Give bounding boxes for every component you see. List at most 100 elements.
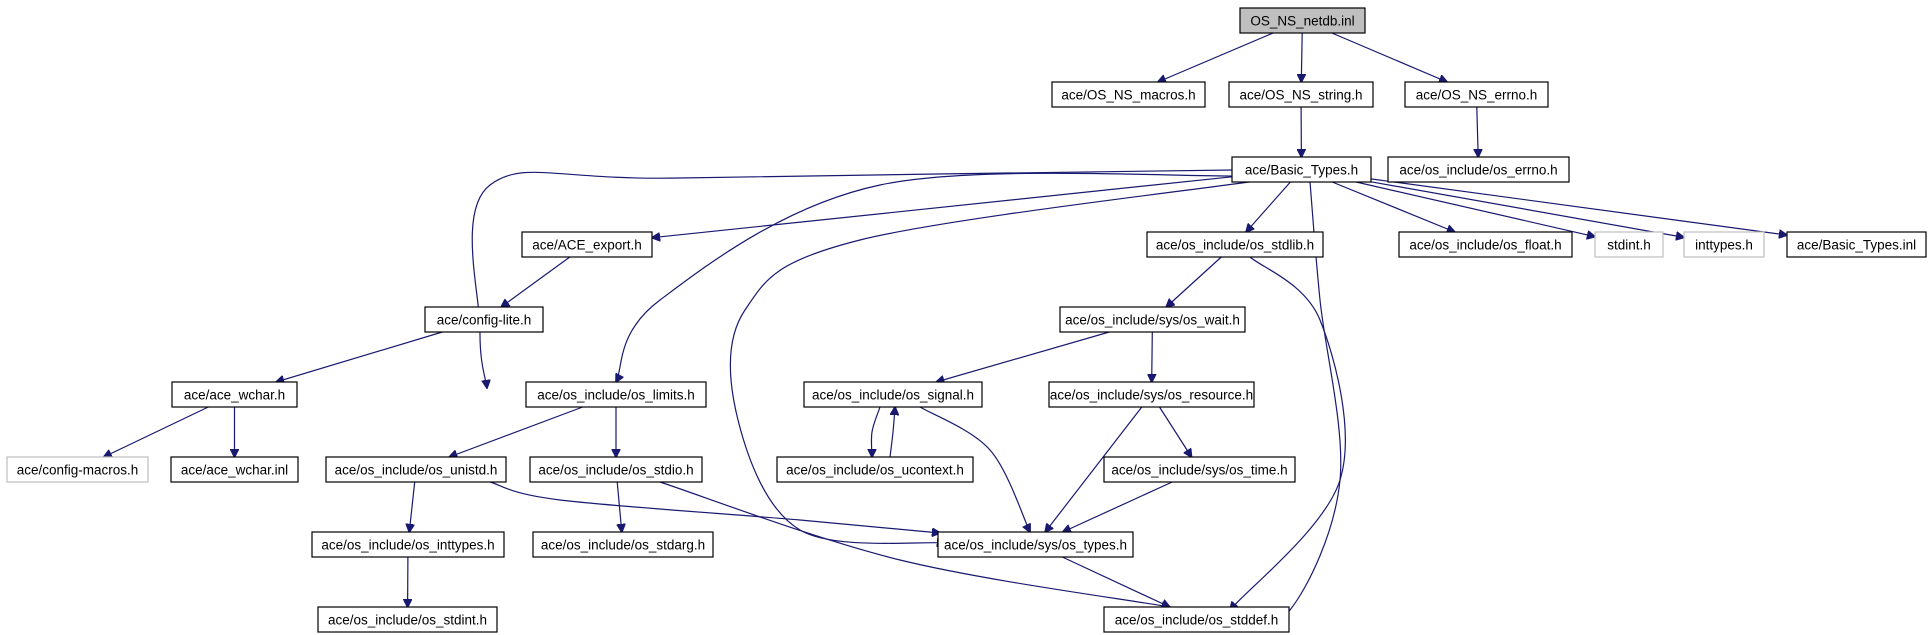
node-label: ace/ACE_export.h: [532, 238, 642, 253]
node-basic[interactable]: ace/Basic_Types.h: [1231, 156, 1372, 183]
node-box: [1594, 231, 1664, 258]
node-label: ace/os_include/os_ucontext.h: [786, 463, 964, 478]
node-label: stdint.h: [1607, 238, 1651, 253]
node-label: ace/ace_wchar.inl: [181, 463, 288, 478]
node-export[interactable]: ace/ACE_export.h: [521, 231, 653, 258]
node-stdlib[interactable]: ace/os_include/os_stdlib.h: [1146, 231, 1324, 258]
edge-resource-to-types: [1045, 406, 1143, 532]
node-wait[interactable]: ace/os_include/sys/os_wait.h: [1059, 306, 1246, 333]
node-label: ace/os_include/os_limits.h: [537, 388, 695, 403]
node-box: [1786, 231, 1927, 258]
node-wchar-inl[interactable]: ace/ace_wchar.inl: [170, 456, 299, 483]
edge-basic-to-export: [652, 176, 1233, 238]
edge-netdb-to-string: [1301, 32, 1302, 82]
node-box: [1404, 81, 1549, 108]
edge-basic-to-basic_inl: [1370, 178, 1787, 235]
node-box: [325, 456, 507, 483]
node-box: [1387, 156, 1570, 183]
node-box: [776, 456, 974, 483]
node-label: ace/ace_wchar.h: [184, 388, 285, 403]
node-stdio[interactable]: ace/os_include/os_stdio.h: [529, 456, 703, 483]
node-macros[interactable]: ace/OS_NS_macros.h: [1051, 81, 1206, 108]
node-label: ace/config-macros.h: [17, 463, 139, 478]
node-box: [532, 531, 714, 558]
node-box: [1231, 156, 1372, 183]
node-string[interactable]: ace/OS_NS_string.h: [1228, 81, 1374, 108]
edge-time-to-types: [1063, 481, 1173, 532]
node-box: [529, 456, 703, 483]
edge-wait-to-resource: [1152, 331, 1153, 382]
node-basic-inl[interactable]: ace/Basic_Types.inl: [1786, 231, 1927, 258]
node-box: [311, 531, 505, 558]
node-label: ace/os_include/os_stddef.h: [1115, 613, 1279, 628]
edge-unistd-to-inttypes: [409, 481, 416, 532]
node-box: [1059, 306, 1246, 333]
node-label: ace/os_include/sys/os_resource.h: [1050, 388, 1253, 403]
node-stdarg[interactable]: ace/os_include/os_stdarg.h: [532, 531, 714, 558]
node-box: [1051, 81, 1206, 108]
node-resource[interactable]: ace/os_include/sys/os_resource.h: [1048, 381, 1255, 408]
node-unistd[interactable]: ace/os_include/os_unistd.h: [325, 456, 507, 483]
node-box: [1103, 606, 1290, 633]
node-types[interactable]: ace/os_include/sys/os_types.h: [937, 531, 1134, 558]
edge-signal-to-ucontext: [871, 406, 881, 457]
edge-types-to-stddef: [1062, 556, 1169, 607]
node-label: ace/Basic_Types.h: [1245, 163, 1358, 178]
edge-stdlib-to-wait: [1166, 256, 1222, 307]
node-label: ace/os_include/os_float.h: [1409, 238, 1561, 253]
edge-limits-to-unistd: [449, 406, 583, 457]
node-signal[interactable]: ace/os_include/os_signal.h: [803, 381, 983, 408]
node-box: [937, 531, 1134, 558]
node-label: ace/os_include/sys/os_types.h: [944, 538, 1127, 553]
node-inttypes[interactable]: ace/os_include/os_inttypes.h: [311, 531, 505, 558]
node-box: [1103, 456, 1296, 483]
node-stdint[interactable]: ace/os_include/os_stdint.h: [317, 606, 498, 633]
node-stddef[interactable]: ace/os_include/os_stddef.h: [1103, 606, 1290, 633]
node-float[interactable]: ace/os_include/os_float.h: [1398, 231, 1573, 258]
edge-basic-to-stdlib: [1246, 181, 1291, 232]
nodes-layer: OS_NS_netdb.inl ace/OS_NS_macros.h ace/OS_…: [6, 7, 1927, 633]
node-errno[interactable]: ace/OS_NS_errno.h: [1404, 81, 1549, 108]
node-inttypes-sys: inttypes.h: [1683, 231, 1765, 258]
node-label: ace/Basic_Types.inl: [1797, 238, 1916, 253]
node-box: [525, 381, 707, 408]
node-config-macros: ace/config-macros.h: [6, 456, 149, 483]
edge-unistd-to-types: [489, 481, 940, 533]
node-label: ace/config-lite.h: [437, 313, 532, 328]
edge-errno-to-os_errno: [1477, 106, 1478, 157]
node-wchar[interactable]: ace/ace_wchar.h: [171, 381, 298, 408]
edge-stdio-to-stddef: [659, 481, 1170, 607]
edge-export-to-config_lite: [501, 256, 571, 307]
node-label: ace/os_include/os_unistd.h: [335, 463, 498, 478]
edge-netdb-to-errno: [1331, 32, 1447, 82]
node-box: [1398, 231, 1573, 258]
node-limits[interactable]: ace/os_include/os_limits.h: [525, 381, 707, 408]
edge-wait-to-signal: [936, 331, 1110, 382]
edge-stdlib-to-stddef: [1230, 256, 1346, 610]
edge-resource-to-time: [1158, 406, 1192, 457]
node-box: [1228, 81, 1374, 108]
edge-netdb-to-macros: [1158, 32, 1274, 82]
node-label: ace/OS_NS_macros.h: [1061, 88, 1195, 103]
edge-stdio-to-stdarg: [617, 481, 622, 532]
node-label: ace/os_include/sys/os_wait.h: [1065, 313, 1240, 328]
edge-signal-to-types: [919, 406, 1030, 532]
node-label: ace/os_include/os_stdarg.h: [541, 538, 705, 553]
node-stdint-sys: stdint.h: [1594, 231, 1664, 258]
edge-wchar-to-config_macros: [104, 406, 209, 457]
node-os-errno[interactable]: ace/os_include/os_errno.h: [1387, 156, 1570, 183]
edge-ucontext-to-signal: [889, 407, 895, 458]
edge-basic-to-inttypes_sys: [1370, 181, 1684, 238]
node-label: ace/os_include/os_signal.h: [812, 388, 974, 403]
node-label: ace/OS_NS_string.h: [1239, 88, 1362, 103]
node-config-lite[interactable]: ace/config-lite.h: [424, 306, 544, 333]
node-box: [6, 456, 149, 483]
node-time[interactable]: ace/os_include/sys/os_time.h: [1103, 456, 1296, 483]
node-label: inttypes.h: [1695, 238, 1753, 253]
node-box: [1239, 7, 1366, 34]
node-netdb[interactable]: OS_NS_netdb.inl: [1239, 7, 1366, 34]
node-label: ace/os_include/os_stdint.h: [328, 613, 487, 628]
node-box: [1683, 231, 1765, 258]
node-ucontext[interactable]: ace/os_include/os_ucontext.h: [776, 456, 974, 483]
edge-basic-to-stdint_sys: [1355, 181, 1595, 237]
